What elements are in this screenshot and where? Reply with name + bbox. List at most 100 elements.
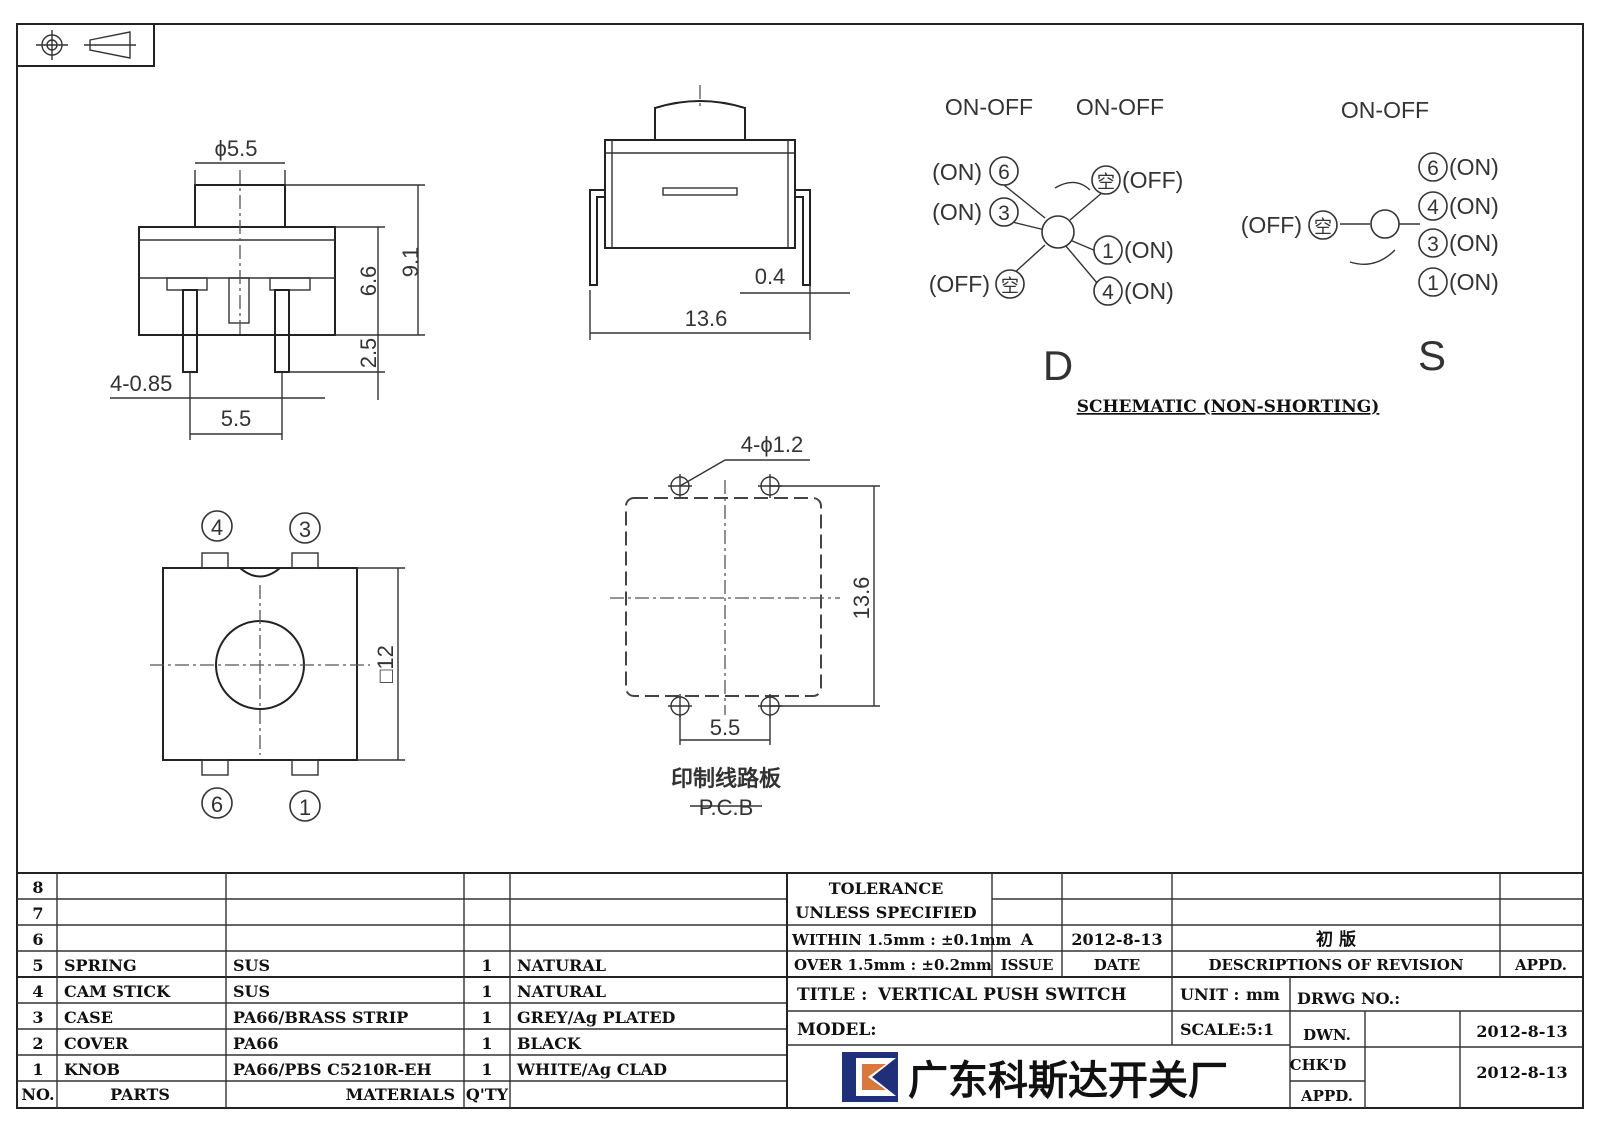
schematic-s-label: S (1418, 332, 1446, 379)
revision-issue-label: ISSUE (1001, 956, 1054, 974)
parts-row-material: PA66/BRASS STRIP (233, 1008, 408, 1027)
side-view (589, 85, 850, 340)
parts-row-no: 4 (32, 982, 43, 1001)
dwn-label: DWN. (1303, 1026, 1351, 1044)
chkd-label: CHK'D (1290, 1056, 1347, 1074)
tolerance-line-1: TOLERANCE (829, 879, 944, 898)
dim-pcb-span: 13.6 (849, 577, 874, 620)
revision-desc-label: DESCRIPTIONS OF REVISION (1208, 956, 1463, 974)
dwn-date: 2012-8-13 (1476, 1022, 1567, 1041)
parts-row-part: COVER (64, 1034, 129, 1053)
tolerance-line-2: UNLESS SPECIFIED (795, 903, 976, 922)
parts-row-no: 5 (32, 956, 43, 975)
schematic-d-pin-3: 3 (998, 202, 1010, 225)
title-block-grid (17, 872, 1583, 1108)
schematic-s-on-6: (ON) (1449, 154, 1499, 180)
dim-square-12: □12 (373, 645, 398, 683)
dim-pin-pitch-front: 5.5 (221, 406, 252, 431)
parts-row-no: 3 (32, 1008, 43, 1027)
parts-row-material: SUS (233, 982, 270, 1001)
schematic-d-off-right: (OFF) (1122, 167, 1183, 193)
parts-row-part: CAM STICK (64, 982, 171, 1001)
parts-row-qty: 1 (481, 1060, 492, 1079)
revision-date-label: DATE (1094, 956, 1140, 974)
dim-body-height: 6.6 (356, 266, 381, 297)
schematic-s-on-4: (ON) (1449, 193, 1499, 219)
schematic-d-on-1: (ON) (1124, 237, 1174, 263)
parts-row-no: 7 (32, 904, 43, 923)
parts-row-no: 1 (32, 1060, 43, 1079)
dim-pin-diameter: 4-0.85 (110, 371, 172, 396)
chkd-date: 2012-8-13 (1476, 1063, 1567, 1082)
parts-rows: 8 7 6 5 SPRING SUS 1 NATURAL 4 CAM STICK… (32, 878, 675, 1079)
scale-value: 5:1 (1246, 1020, 1274, 1039)
tolerance-line-3: WITHIN 1.5mm : ±0.1mm (791, 931, 1012, 949)
projection-symbol (16, 23, 155, 67)
parts-row-finish: NATURAL (517, 956, 606, 975)
schematic-s-empty: 空 (1314, 217, 1332, 237)
parts-row-finish: BLACK (517, 1034, 582, 1053)
title-value: VERTICAL PUSH SWITCH (877, 985, 1127, 1005)
revision-issue: A (1020, 930, 1034, 949)
title-label: TITLE : (797, 985, 867, 1005)
schematic-d-onoff-1: ON-OFF (945, 94, 1033, 120)
pin-4-label: 4 (211, 515, 223, 540)
front-view (110, 162, 425, 440)
schematic-s-pin-4: 4 (1427, 196, 1439, 219)
parts-row-finish: GREY/Ag PLATED (517, 1008, 676, 1027)
parts-row-part: SPRING (64, 956, 137, 975)
pcb-label-en: P.C.B (699, 795, 754, 820)
pin-3-label: 3 (299, 517, 311, 542)
company-logo (842, 1052, 898, 1102)
appd-label: APPD. (1300, 1087, 1353, 1105)
revision-date: 2012-8-13 (1071, 930, 1162, 949)
parts-row-material: SUS (233, 956, 270, 975)
parts-row-finish: WHITE/Ag CLAD (516, 1060, 667, 1079)
revision-appd-label: APPD. (1514, 956, 1567, 974)
parts-row-no: 2 (32, 1034, 43, 1053)
schematic-s-onoff: ON-OFF (1341, 97, 1429, 123)
parts-row-material: PA66 (233, 1034, 279, 1053)
schematic-s-on-1: (ON) (1449, 269, 1499, 295)
schematic-d-empty-left: 空 (1001, 276, 1019, 296)
parts-header-parts: PARTS (110, 1085, 170, 1104)
schematic-d-empty-right: 空 (1097, 172, 1115, 192)
schematic-s (1340, 209, 1420, 265)
schematic-d-pin-1: 1 (1102, 240, 1114, 263)
schematic-d-on-3: (ON) (932, 199, 982, 225)
parts-row-qty: 1 (481, 982, 492, 1001)
unit-value: mm (1246, 985, 1280, 1004)
parts-row-qty: 1 (481, 1034, 492, 1053)
parts-row-no: 8 (32, 878, 43, 897)
parts-row-material: PA66/PBS C5210R-EH (233, 1060, 432, 1079)
dim-total-height: 9.1 (398, 247, 423, 278)
parts-row-qty: 1 (481, 956, 492, 975)
parts-row-part: CASE (64, 1008, 113, 1027)
parts-header-qty: Q'TY (466, 1085, 509, 1104)
schematic-s-on-3: (ON) (1449, 230, 1499, 256)
pin-1-label: 1 (299, 795, 311, 820)
model-label: MODEL: (797, 1020, 877, 1040)
schematic-s-pin-1: 1 (1427, 272, 1439, 295)
dim-hole-diameter: 4-ϕ1.2 (741, 432, 803, 457)
pcb-layout (610, 459, 880, 807)
parts-row-part: KNOB (64, 1060, 120, 1079)
pcb-label-cn: 印制线路板 (671, 766, 782, 791)
company-name: 广东科斯达开关厂 (908, 1058, 1228, 1104)
dim-terminal-thickness: 0.4 (755, 264, 786, 289)
schematic-caption: SCHEMATIC (NON-SHORTING) (1077, 397, 1380, 417)
parts-row-qty: 1 (481, 1008, 492, 1027)
drawing-frame (16, 23, 1584, 1109)
revision-desc: 初 版 (1316, 929, 1356, 950)
dim-knob-diameter: ϕ5.5 (215, 136, 258, 161)
parts-row-finish: NATURAL (517, 982, 606, 1001)
schematic-d-onoff-2: ON-OFF (1076, 94, 1164, 120)
dim-pcb-pitch: 5.5 (710, 715, 741, 740)
schematic-d-off-left: (OFF) (929, 271, 990, 297)
schematic-s-pin-6: 6 (1427, 157, 1439, 180)
parts-header-materials: MATERIALS (346, 1085, 455, 1104)
schematic-d-on-6: (ON) (932, 159, 982, 185)
tolerance-line-4: OVER 1.5mm : ±0.2mm (794, 956, 992, 974)
drwg-no-label: DRWG NO.: (1297, 989, 1400, 1008)
